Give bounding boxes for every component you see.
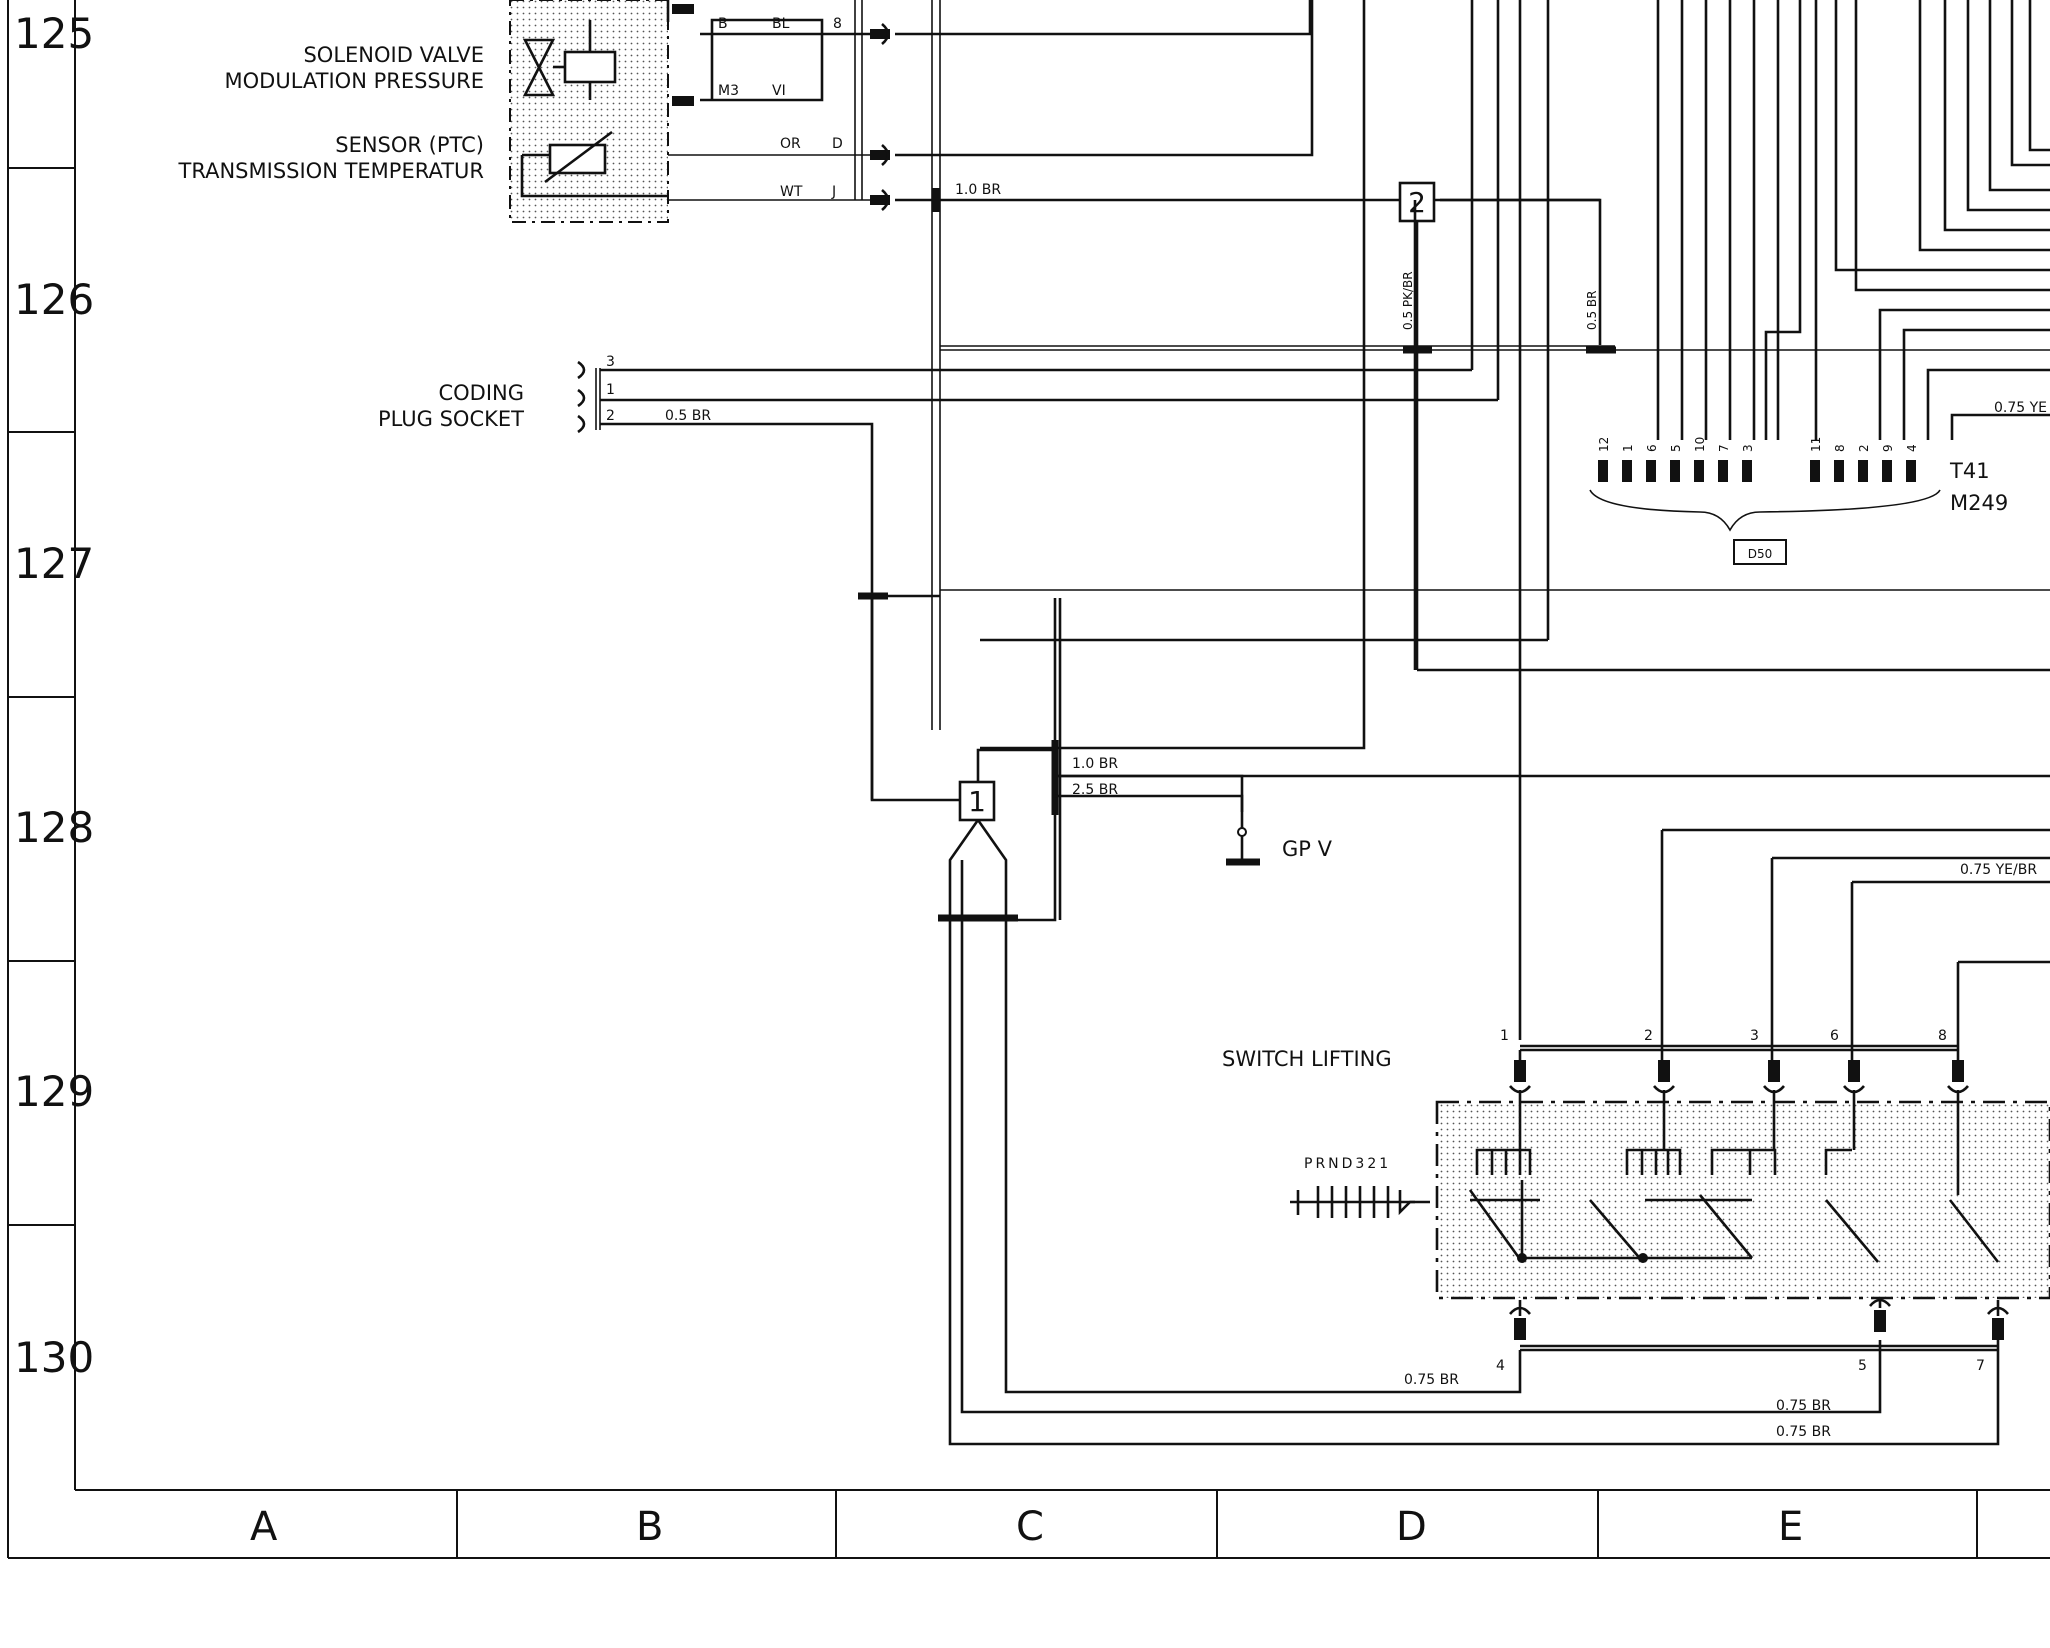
column-label-a: A [250,1504,278,1550]
pin-label-d: D [832,136,843,152]
solenoid-valve-label-2: MODULATION PRESSURE [225,69,484,93]
wire-label-10: 0.75 BR [1776,1398,1831,1414]
t41-pin-12: 12 [1597,437,1611,452]
t41-wire-bundle [600,0,2050,1040]
pin-label-b: B [718,16,728,32]
sensor-label-2: TRANSMISSION TEMPERATUR [178,159,484,183]
coding-pin-1: 1 [606,382,615,398]
drawing-frame [7,0,2050,1559]
wire-label-7: 2.5 BR [1072,782,1118,798]
switch-pin-4: 4 [1496,1358,1505,1374]
pin-label-8: 8 [833,16,842,32]
switch-lifting-label: SWITCH LIFTING [1222,1047,1392,1071]
wire-label-9: 0.75 BR [1404,1372,1459,1388]
splice-1 [958,780,996,822]
column-label-e: E [1778,1504,1803,1550]
connector-d50-box [1733,539,1787,565]
row-label-127: 127 [14,539,94,588]
connector-plugs-component [672,4,890,211]
row-label-126: 126 [14,275,94,324]
splice-1-wiring [858,592,2050,1446]
t41-pin-6: 6 [1645,444,1659,452]
t41-pin-1: 1 [1621,444,1635,452]
row-label-125: 125 [14,9,94,58]
prnd-selector-symbol [1290,1186,1430,1218]
wire-label-8: 0.75 YE/BR [1960,862,2037,878]
t41-pin-5: 5 [1669,444,1683,452]
splice-1-label: 1 [968,785,986,818]
column-label-d: D [1396,1504,1427,1550]
t41-pin-4: 4 [1905,444,1919,452]
column-label-c: C [1016,1504,1044,1550]
pin-label-vi: VI [772,83,786,99]
ground-symbol [1055,794,1260,866]
pin-label-j: J [831,184,836,200]
pin-label-bl: BL [772,16,790,32]
coding-pin-2: 2 [606,408,615,424]
pin-label-or: OR [780,136,801,152]
coding-plug-label-2: PLUG SOCKET [378,407,524,431]
solenoid-valve-label-1: SOLENOID VALVE [303,43,484,67]
splice-2-wiring [1403,198,2050,672]
splice-2-label: 2 [1408,186,1426,219]
t41-pin-3: 3 [1741,444,1755,452]
sensor-label-1: SENSOR (PTC) [335,133,484,157]
connector-m249-label: M249 [1950,491,2008,515]
column-label-b: B [636,1504,663,1550]
splice-2 [1398,181,1436,223]
t41-pin-10: 10 [1693,437,1707,452]
wire-label-11: 0.75 BR [1776,1424,1831,1440]
row-label-130: 130 [14,1333,94,1382]
connector-t41-label: T41 [1949,459,1990,483]
prnd-label: PRND321 [1304,1156,1391,1172]
row-label-129: 129 [14,1067,94,1116]
row-label-128: 128 [14,803,94,852]
connector-d50-label: D50 [1748,547,1773,561]
switch-top-pins [1509,828,2050,1195]
wire-label-1: 1.0 BR [955,182,1001,198]
switch-bottom-pins [1509,1298,2009,1352]
t41-pin-11: 11 [1809,437,1823,452]
coding-plug-label-1: CODING [438,381,524,405]
wire-label-3: 0.5 PK/BR [1401,271,1415,330]
switch-pin-5: 5 [1858,1358,1867,1374]
wire-label-4: 0.5 BR [1585,291,1599,330]
t41-pin-9: 9 [1881,444,1895,452]
wire-label-6: 1.0 BR [1072,756,1118,772]
wire-label-5: 0.75 YE [1994,400,2047,416]
wire-label-2: 0.5 BR [665,408,711,424]
t41-pin-2: 2 [1857,444,1871,452]
ground-label: GP V [1282,837,1333,861]
t41-pin-8: 8 [1833,444,1847,452]
switch-pin-6: 6 [1830,1028,1839,1044]
switch-pin-2: 2 [1644,1028,1653,1044]
connector-t41 [1589,460,1941,532]
coding-plug-socket [577,360,960,802]
pin-label-wt: WT [780,184,803,200]
t41-pin-7: 7 [1717,444,1731,452]
pin-label-m3: M3 [718,83,739,99]
ptc-sensor-symbol [520,130,668,198]
component-wiring [666,0,2050,730]
coding-pin-3: 3 [606,354,615,370]
switch-pin-8: 8 [1938,1028,1947,1044]
solenoid-valve-symbol [522,20,617,100]
switch-lifting-contacts [1468,1148,2000,1263]
switch-pin-7: 7 [1976,1358,1985,1374]
switch-pin-1: 1 [1500,1028,1509,1044]
switch-pin-3: 3 [1750,1028,1759,1044]
